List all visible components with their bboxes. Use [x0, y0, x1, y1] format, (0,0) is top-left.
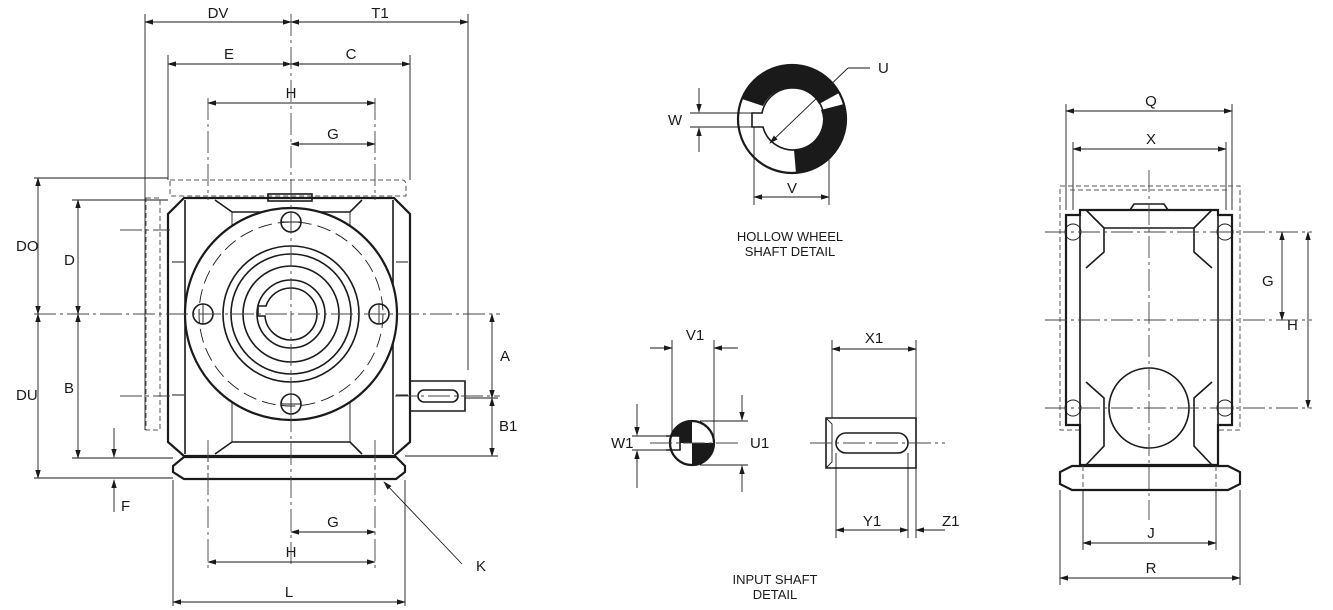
label-u1: U1	[750, 435, 769, 452]
input-caption-line1: INPUT SHAFT	[733, 572, 818, 587]
vent-plug	[267, 193, 313, 202]
label-v1: V1	[686, 327, 704, 344]
label-do: DO	[16, 238, 39, 255]
label-k: K	[476, 558, 486, 575]
front-dimension-lines	[35, 19, 495, 605]
label-e: E	[224, 46, 234, 63]
side-view: Q X G H J R	[1045, 93, 1312, 585]
label-y1: Y1	[863, 513, 881, 530]
front-centerlines	[34, 14, 500, 568]
label-b: B	[64, 380, 74, 397]
input-caption-line2: DETAIL	[753, 587, 798, 602]
label-h-top: H	[286, 85, 297, 102]
label-dv: DV	[208, 5, 229, 22]
label-du: DU	[16, 387, 38, 404]
label-x1: X1	[865, 330, 883, 347]
hollow-bore	[257, 287, 318, 341]
front-view: DV T1 E C H G DO D DU B A B1 F G H K L	[16, 5, 517, 606]
label-x: X	[1146, 131, 1156, 148]
hollow-caption-line1: HOLLOW WHEEL	[737, 229, 843, 244]
label-j: J	[1147, 525, 1155, 542]
label-w1: W1	[611, 435, 634, 452]
label-h-side: H	[1287, 317, 1298, 334]
label-r: R	[1146, 560, 1157, 577]
label-g-top: G	[327, 126, 339, 143]
base-plate	[171, 455, 407, 481]
label-c: C	[346, 46, 357, 63]
hollow-shaft-detail: U W V HOLLOW WHEEL SHAFT DETAIL	[668, 60, 889, 259]
label-t1: T1	[371, 5, 389, 22]
label-w: W	[668, 112, 683, 129]
front-labels: DV T1 E C H G DO D DU B A B1 F G H K L	[16, 5, 517, 601]
label-l: L	[285, 584, 293, 601]
label-v: V	[787, 180, 797, 197]
front-hidden-outline	[145, 179, 407, 431]
label-a: A	[500, 348, 510, 365]
label-f: F	[121, 498, 130, 515]
label-z1: Z1	[942, 513, 960, 530]
hollow-caption-line2: SHAFT DETAIL	[745, 244, 836, 259]
label-u: U	[878, 60, 889, 77]
label-d: D	[64, 252, 75, 269]
label-b1: B1	[499, 418, 517, 435]
label-g-side: G	[1262, 273, 1274, 290]
input-shaft-detail: V1 W1 U1 X1 Y1 Z1 INPUT SHAFT DETAIL	[611, 327, 960, 602]
side-base	[1058, 464, 1242, 492]
front-extension-lines	[34, 14, 498, 606]
label-g-bottom: G	[327, 514, 339, 531]
label-q: Q	[1145, 93, 1157, 110]
label-h-bottom: H	[286, 544, 297, 561]
